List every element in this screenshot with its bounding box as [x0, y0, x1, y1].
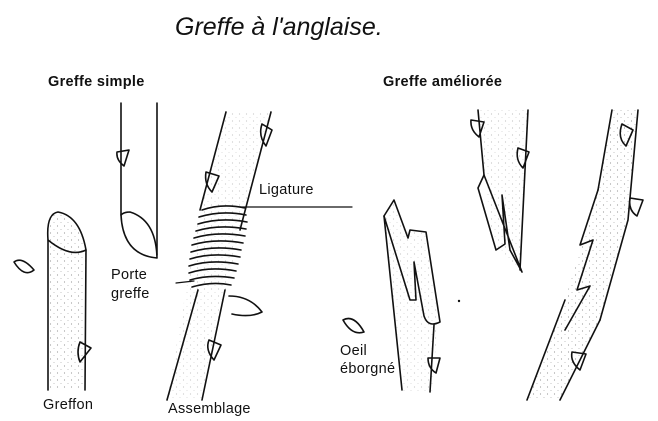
label-porte: Porte [111, 266, 147, 284]
label-assemblage: Assemblage [168, 400, 251, 418]
label-eborgne: éborgné [340, 360, 395, 378]
diagram-title: Greffe à l'anglaise. [175, 13, 383, 42]
label-ligature: Ligature [259, 181, 314, 199]
assemblage-branch [167, 112, 352, 400]
label-greffon: Greffon [43, 396, 93, 414]
oeil-eborgne-icon [343, 319, 364, 333]
amelioree-assemblage [527, 110, 643, 400]
porte-greffe-bud-icon [117, 150, 129, 166]
heading-greffe-amelioree: Greffe améliorée [383, 74, 502, 90]
amelioree-scion [471, 110, 529, 272]
label-greffe: greffe [111, 285, 150, 303]
detached-bud-icon [14, 260, 34, 272]
greffon-branch [48, 212, 91, 390]
assemblage-bud-right-icon [630, 198, 643, 216]
heading-greffe-simple: Greffe simple [48, 74, 145, 90]
porte-greffe-branch [117, 103, 157, 258]
label-oeil: Oeil [340, 342, 367, 360]
